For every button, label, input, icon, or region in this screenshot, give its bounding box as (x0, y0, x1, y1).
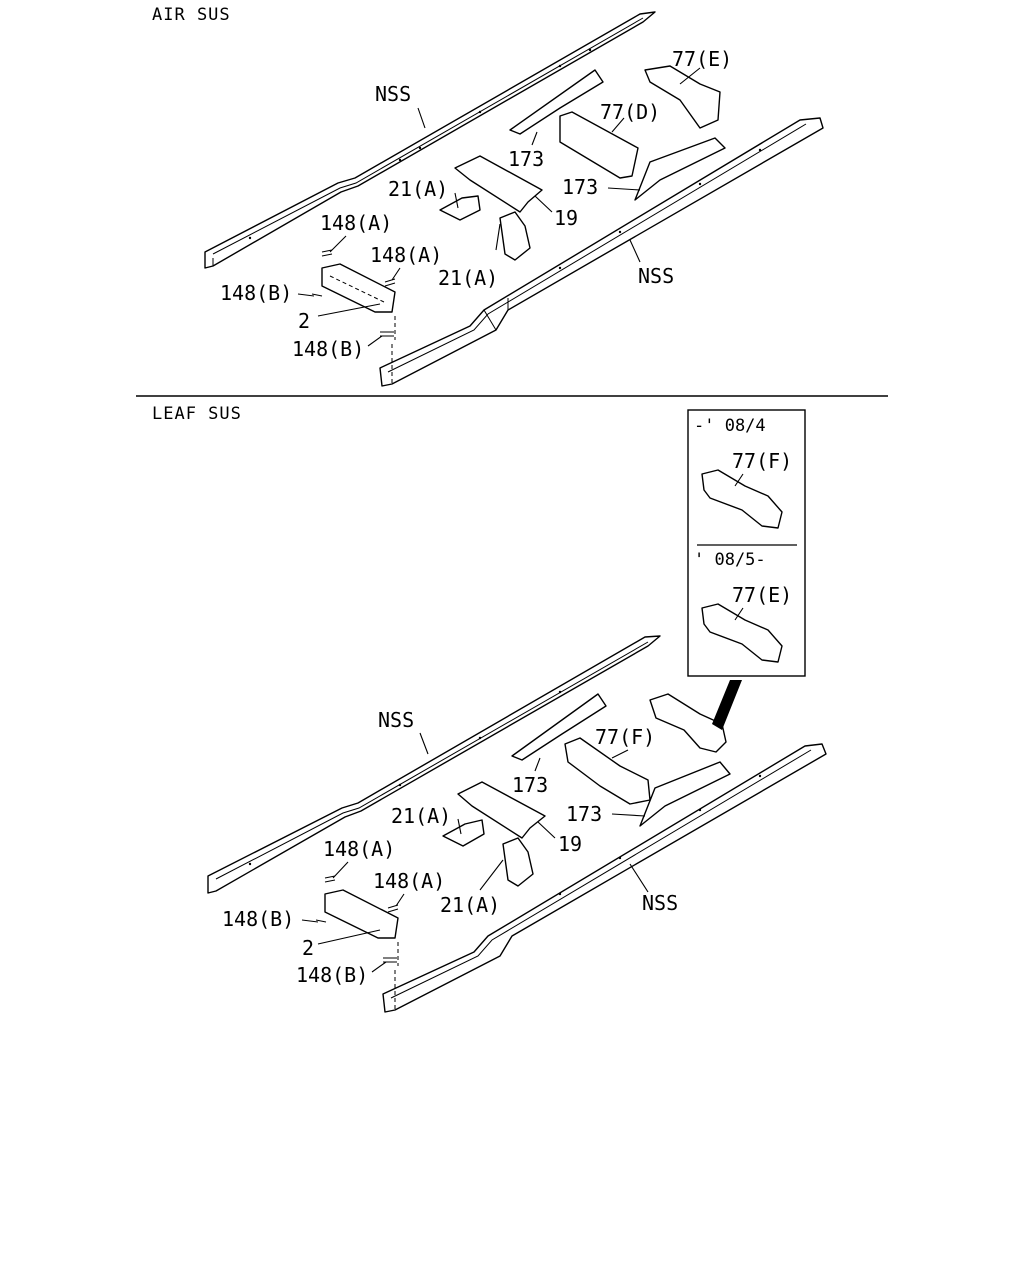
label-148a-right: 148(A) (370, 243, 442, 267)
section-title-leaf-sus: LEAF SUS (152, 404, 242, 424)
bracket-21a-upper-leaf (442, 819, 485, 847)
label-148b-upper-leaf: 148(B) (222, 907, 294, 931)
label-nss-upper-leaf: NSS (378, 708, 414, 732)
side-rail-upper (204, 11, 656, 269)
label-148b-lower: 148(B) (292, 337, 364, 361)
label-nss-lower: NSS (638, 264, 674, 288)
label-2-leaf: 2 (302, 936, 314, 960)
inset-label-77e: 77(E) (732, 583, 792, 607)
label-21a-lower-leaf: 21(A) (440, 893, 500, 917)
inset-box: -' 08/4 77(F) ' 08/5- 77(E) (687, 409, 806, 677)
bracket-19 (454, 155, 543, 213)
side-rail-upper-leaf (207, 635, 661, 894)
bracket-21a-upper (439, 195, 481, 221)
label-77f: 77(F) (595, 725, 655, 749)
inset-period-2: ' 08/5- (694, 550, 766, 570)
leaf-sus-section: LEAF SUS -' 08/4 77(F) ' 08/5- 77(E) (152, 404, 827, 1013)
bolt-148a-right (384, 278, 396, 287)
label-148b-lower-leaf: 148(B) (296, 963, 368, 987)
label-148a-right-leaf: 148(A) (373, 869, 445, 893)
label-19: 19 (554, 206, 578, 230)
label-173-upper: 173 (508, 147, 544, 171)
inset-period-1: -' 08/4 (694, 416, 766, 436)
label-2: 2 (298, 309, 310, 333)
bracket-19-leaf (457, 781, 546, 839)
side-rail-lower (379, 117, 824, 387)
label-nss-lower-leaf: NSS (642, 891, 678, 915)
inset-crossmember-77f (701, 469, 783, 529)
label-148b-upper: 148(B) (220, 281, 292, 305)
crossmember-2 (321, 263, 396, 313)
label-21a-lower: 21(A) (438, 266, 498, 290)
label-nss-upper: NSS (375, 82, 411, 106)
crossmember-77-leaf (649, 693, 727, 753)
label-173-upper-leaf: 173 (512, 773, 548, 797)
crossmember-2-leaf (324, 889, 399, 939)
air-sus-section: AIR SUS (152, 5, 824, 387)
label-77d: 77(D) (600, 100, 660, 124)
inset-pointer (712, 680, 742, 730)
label-148a-left: 148(A) (320, 211, 392, 235)
label-19-leaf: 19 (558, 832, 582, 856)
side-rail-lower-leaf (382, 743, 827, 1013)
bracket-21a-lower (499, 211, 531, 261)
bracket-173-upper (509, 69, 604, 135)
bolt-148b-lower (380, 331, 394, 337)
bracket-21a-lower-leaf (502, 837, 534, 887)
crossmember-77d (559, 111, 639, 179)
inset-crossmember-77e (701, 603, 783, 663)
label-77e: 77(E) (672, 47, 732, 71)
label-173-lower-leaf: 173 (566, 802, 602, 826)
crossmember-77e (644, 65, 721, 129)
bracket-173-lower-leaf (639, 761, 731, 827)
section-title-air-sus: AIR SUS (152, 5, 231, 25)
label-21a-upper: 21(A) (388, 177, 448, 201)
bolt-148b-upper (311, 293, 323, 297)
bracket-173-lower (634, 137, 726, 201)
bracket-173-upper-leaf (511, 693, 607, 761)
label-173-lower: 173 (562, 175, 598, 199)
label-21a-upper-leaf: 21(A) (391, 804, 451, 828)
inset-label-77f: 77(F) (732, 449, 792, 473)
bolt-148a-left (321, 249, 333, 257)
label-148a-left-leaf: 148(A) (323, 837, 395, 861)
